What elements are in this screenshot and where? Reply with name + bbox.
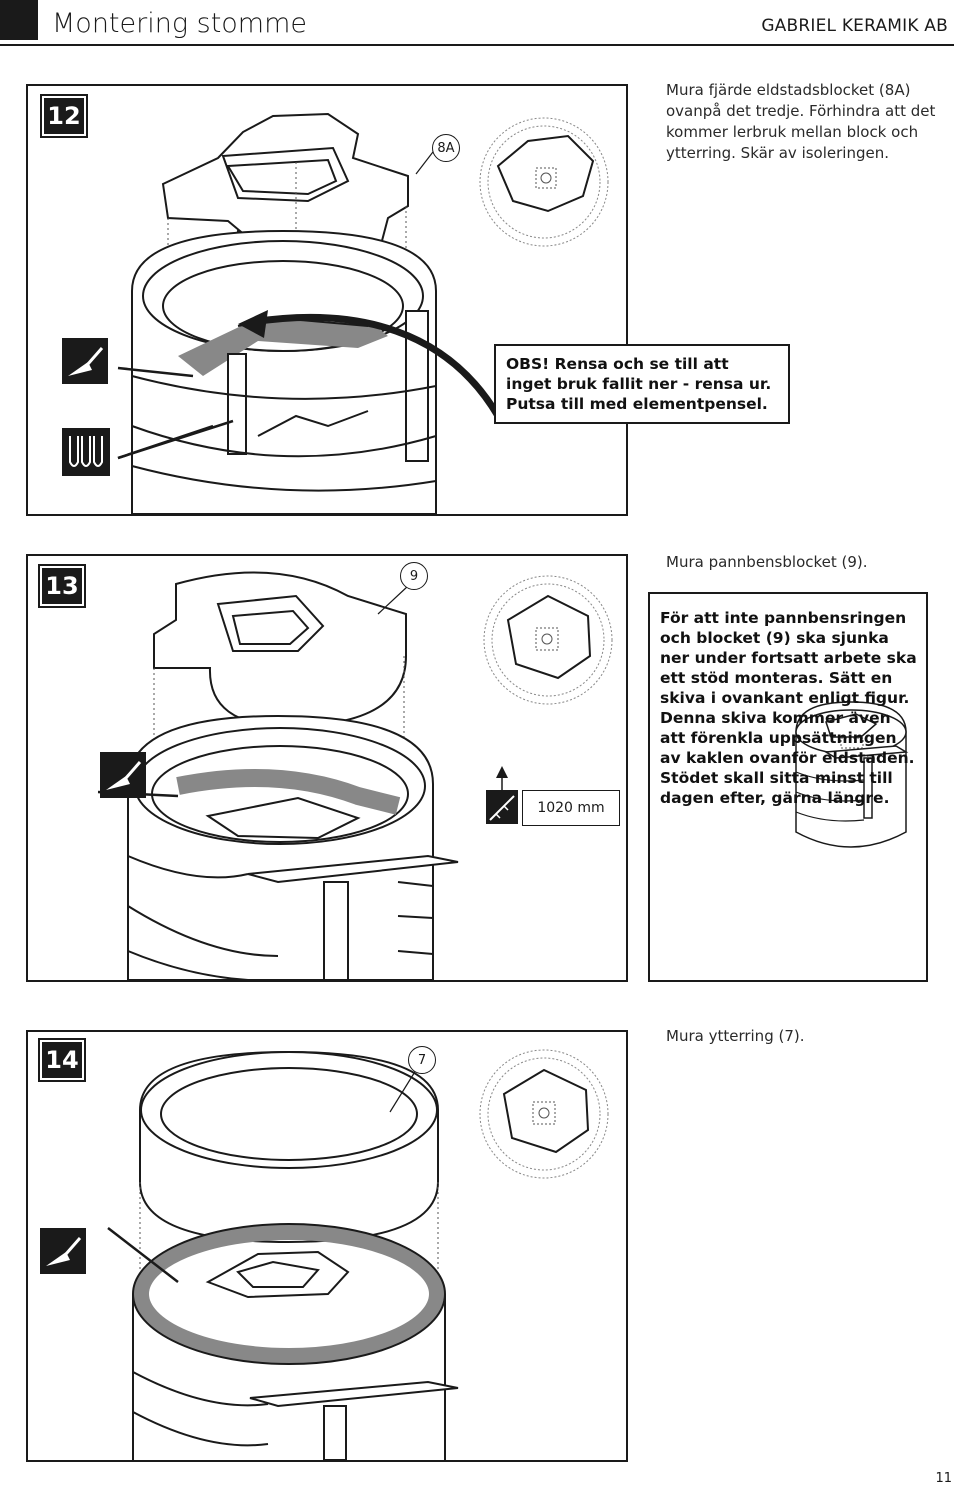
step-12-panel: 8A <box>26 84 628 516</box>
part-callout-9: 9 <box>400 562 428 590</box>
support-info-text: För att inte pannbensringen och blocket … <box>660 609 917 807</box>
support-info-box: För att inte pannbensringen och blocket … <box>648 592 928 982</box>
support-figure <box>795 701 909 848</box>
warning-box: OBS! Rensa och se till att inget bruk fa… <box>494 344 790 424</box>
brush-icon <box>62 428 110 476</box>
step-13-instruction: Mura pannbensblocket (9). <box>666 553 868 571</box>
trowel-icon <box>40 1228 86 1274</box>
step-number-13: 13 <box>38 564 86 608</box>
page-number: 11 <box>935 1471 952 1486</box>
step-12-illustration <box>117 112 609 514</box>
step-12-instruction: Mura fjärde eldstadsblocket (8A) ovanpå … <box>666 81 936 162</box>
trowel-icon <box>100 752 146 798</box>
step-13-illustration <box>97 571 613 980</box>
measurement-label: 1020 mm <box>522 790 620 826</box>
step-number-12: 12 <box>40 94 88 138</box>
warning-text: OBS! Rensa och se till att inget bruk fa… <box>506 355 772 413</box>
step-14-instruction: Mura ytterring (7). <box>666 1027 805 1045</box>
part-callout-7: 7 <box>408 1046 436 1074</box>
company-name: GABRIEL KERAMIK AB <box>761 16 948 36</box>
step-14-panel: 7 <box>26 1030 628 1462</box>
part-callout-8a: 8A <box>432 134 460 162</box>
step-number-14: 14 <box>38 1038 86 1082</box>
step-13-panel: 9 1020 mm <box>26 554 628 982</box>
step-14-illustration <box>107 1049 609 1460</box>
header-rule <box>0 44 954 46</box>
trowel-icon <box>62 338 108 384</box>
header-square <box>0 0 38 40</box>
page-title: Montering stomme <box>52 8 308 39</box>
ruler-icon <box>486 790 518 824</box>
